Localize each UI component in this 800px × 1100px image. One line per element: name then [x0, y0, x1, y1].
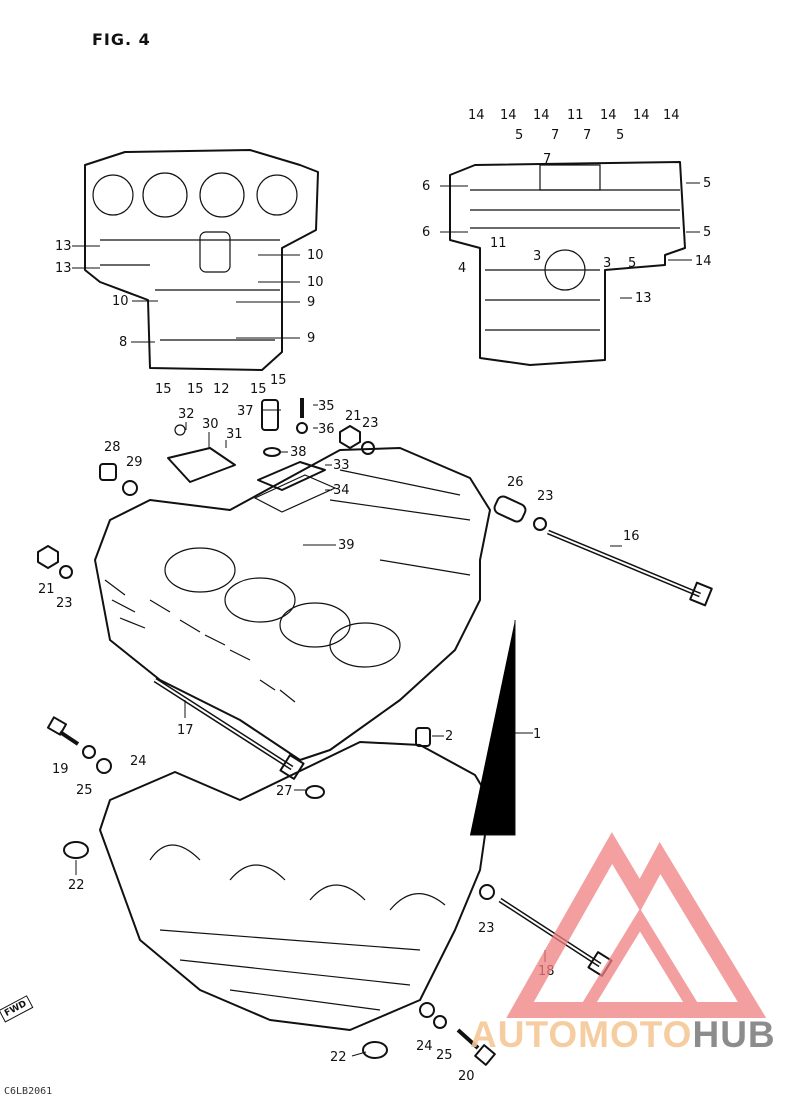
small-parts	[37, 398, 547, 1066]
bolt-17	[153, 677, 305, 780]
callout-labels: 13 13 10 10 10 9 9 8 15 15 12 15 15 14 1…	[38, 108, 712, 1084]
callout-21: 21	[345, 409, 362, 424]
watermark-logo	[506, 832, 767, 1018]
callout-35: 35	[318, 399, 335, 414]
callout-13: 13	[55, 239, 72, 254]
callout-25: 25	[76, 783, 93, 798]
upper-crankcase-top-view	[84, 149, 319, 371]
callout-15: 15	[187, 382, 204, 397]
callout-27: 27	[276, 784, 293, 799]
callout-5: 5	[616, 128, 624, 143]
callout-10: 10	[307, 248, 324, 263]
callout-6: 6	[422, 225, 430, 240]
callout-29: 29	[126, 455, 143, 470]
callout-23: 23	[56, 596, 73, 611]
watermark-text-part2: HUB	[692, 1014, 776, 1055]
callout-23: 23	[362, 416, 379, 431]
callout-39: 39	[338, 538, 355, 553]
callout-11: 11	[567, 108, 584, 123]
upper-crankcase-side-view	[449, 161, 686, 366]
callout-21: 21	[38, 582, 55, 597]
callout-5: 5	[515, 128, 523, 143]
callout-31: 31	[226, 427, 243, 442]
callout-5: 5	[703, 176, 711, 191]
bolt-16	[547, 529, 713, 607]
callout-10: 10	[307, 275, 324, 290]
main-upper-crankcase	[94, 447, 491, 761]
callout-1: 1	[533, 727, 541, 742]
callout-5: 5	[703, 225, 711, 240]
callout-8: 8	[119, 335, 127, 350]
callout-7: 7	[543, 152, 551, 167]
callout-22: 22	[330, 1050, 347, 1065]
callout-20: 20	[458, 1069, 475, 1084]
callout-23: 23	[478, 921, 495, 936]
callout-14: 14	[468, 108, 485, 123]
callout-26: 26	[507, 475, 524, 490]
watermark-text-part1: AUTOMOTO	[470, 1014, 693, 1055]
callout-11: 11	[490, 236, 507, 251]
callout-16: 16	[623, 529, 640, 544]
callout-14: 14	[600, 108, 617, 123]
callout-37: 37	[237, 404, 254, 419]
leader-lines	[72, 182, 700, 1057]
callout-3: 3	[533, 249, 541, 264]
callout-25: 25	[436, 1048, 453, 1063]
figure-title: FIG. 4	[92, 30, 151, 49]
callout-14: 14	[633, 108, 650, 123]
callout-15: 15	[155, 382, 172, 397]
callout-10: 10	[112, 294, 129, 309]
callout-6: 6	[422, 179, 430, 194]
callout-34: 34	[333, 483, 350, 498]
callout-15: 15	[270, 373, 287, 388]
callout-7: 7	[551, 128, 559, 143]
callout-14: 14	[533, 108, 550, 123]
callout-38: 38	[290, 445, 307, 460]
callout-24: 24	[416, 1039, 433, 1054]
callout-14: 14	[500, 108, 517, 123]
callout-3: 3	[603, 256, 611, 271]
lower-crankcase	[99, 741, 491, 1031]
callout-4: 4	[458, 261, 466, 276]
callout-7: 7	[583, 128, 591, 143]
callout-9: 9	[307, 331, 315, 346]
callout-28: 28	[104, 440, 121, 455]
callout-33: 33	[333, 458, 350, 473]
callout-22: 22	[68, 878, 85, 893]
callout-30: 30	[202, 417, 219, 432]
watermark-text: AUTOMOTOHUB	[470, 1014, 776, 1056]
callout-14: 14	[663, 108, 680, 123]
callout-23: 23	[537, 489, 554, 504]
callout-2: 2	[445, 729, 453, 744]
callout-5: 5	[628, 256, 636, 271]
footer-code: C6LB2061	[4, 1086, 53, 1097]
callout-17: 17	[177, 723, 194, 738]
callout-32: 32	[178, 407, 195, 422]
callout-24: 24	[130, 754, 147, 769]
callout-13: 13	[635, 291, 652, 306]
callout-9: 9	[307, 295, 315, 310]
callout-19: 19	[52, 762, 69, 777]
callout-15: 15	[250, 382, 267, 397]
callout-13: 13	[55, 261, 72, 276]
callout-36: 36	[318, 422, 335, 437]
callout-14: 14	[695, 254, 712, 269]
callout-12: 12	[213, 382, 230, 397]
